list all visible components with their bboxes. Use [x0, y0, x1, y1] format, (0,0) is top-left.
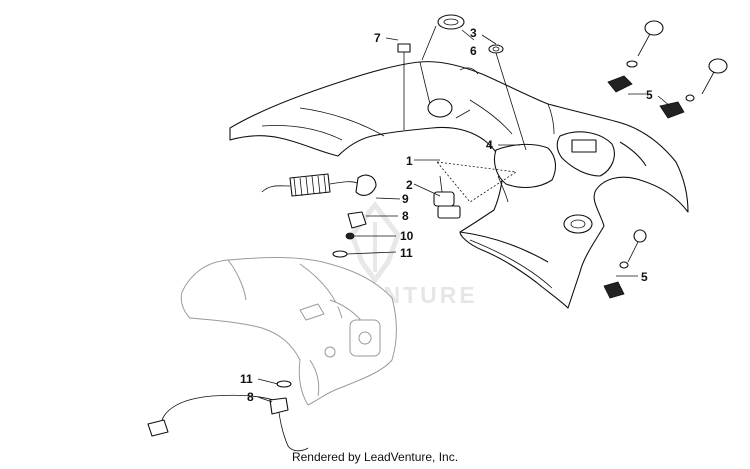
callout-8-upper: 8 [402, 209, 409, 223]
callout-11-lower: 11 [240, 372, 253, 386]
wire-harness [147, 380, 309, 452]
grommet-small [488, 44, 504, 54]
callout-1: 1 [406, 154, 413, 168]
callout-6: 6 [470, 44, 477, 58]
callout-10: 10 [400, 229, 414, 243]
clip-5-top [607, 60, 695, 119]
callout-5-top: 5 [646, 88, 653, 102]
leader-triangle [436, 161, 518, 203]
callout-8-lower: 8 [247, 390, 254, 404]
knob-top-right [637, 20, 728, 95]
spring-cable-assembly [261, 173, 377, 197]
callout-5-bottom: 5 [641, 270, 648, 284]
toggle-switch [433, 175, 461, 219]
callout-7: 7 [374, 31, 381, 45]
screw-7 [397, 43, 411, 66]
grommet-large [437, 14, 465, 30]
callout-3: 3 [470, 26, 477, 40]
callout-labels: 7 3 6 5 1 4 2 9 8 10 11 5 11 8 [240, 26, 653, 404]
plug-8-upper [332, 211, 367, 258]
callout-11-upper: 11 [400, 246, 413, 260]
clip-5-bottom [603, 229, 647, 299]
callout-2: 2 [406, 178, 413, 192]
credit-text: Rendered by LeadVenture, Inc. [292, 450, 458, 464]
callout-9: 9 [402, 192, 409, 206]
leader-lines [257, 25, 671, 403]
front-fender-panel [229, 61, 689, 309]
callout-4: 4 [486, 138, 493, 152]
rear-fender [180, 256, 397, 406]
